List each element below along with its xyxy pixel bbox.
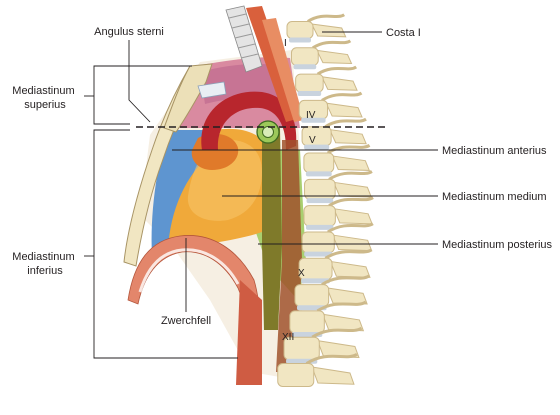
diaphragm-crus [236, 280, 262, 385]
aortic-arch [201, 91, 297, 150]
label-angulus-sterni: Angulus sterni [94, 26, 164, 38]
label-costa-i: Costa I [386, 27, 421, 39]
rib-stub [321, 274, 370, 286]
vertebra-process [326, 287, 368, 305]
vertebra-process [320, 76, 358, 91]
vertebra [303, 196, 374, 230]
vertebra [294, 274, 370, 311]
rib-stub [321, 91, 363, 102]
vertebra [290, 39, 353, 70]
bronchus-lumen [262, 126, 274, 138]
intervertebral-disc [293, 64, 317, 70]
vertebra [298, 91, 363, 123]
vertebral-body [289, 310, 325, 334]
intervertebral-disc [297, 91, 322, 97]
vertebra-numeral-xii: XII [282, 332, 294, 343]
vertebra-process [311, 366, 355, 385]
vertebra-numeral-v: V [309, 135, 316, 146]
intervertebral-disc [304, 251, 333, 257]
vertebral-body [277, 363, 315, 387]
vertebra-process [321, 313, 365, 332]
vertebra-numeral-x: X [298, 268, 305, 279]
vertebral-body [290, 47, 319, 66]
rib-stub [327, 222, 374, 234]
vertebra-process [316, 49, 353, 65]
vertebral-body [301, 126, 332, 147]
bracket-superius [93, 65, 192, 125]
vertebra [303, 143, 371, 177]
neck-muscle-2 [262, 18, 304, 122]
label-mediastinum-posterius: Mediastinum posterius [442, 239, 553, 251]
bracket-inferius [93, 129, 238, 359]
rib-stub [316, 300, 367, 313]
intervertebral-disc [306, 198, 334, 204]
vertebral-body [286, 21, 314, 39]
rib-stub [305, 352, 358, 365]
vertebra [301, 222, 374, 257]
intervertebral-disc [301, 117, 326, 123]
vertebra [283, 326, 363, 364]
clavicle [197, 81, 227, 99]
vertebra-process [316, 339, 360, 359]
rib-stub [316, 65, 358, 76]
rib-stub [328, 170, 373, 181]
vertebra-process [331, 234, 373, 252]
vertebra-process [329, 260, 371, 278]
esophagus [262, 128, 282, 330]
vertebral-body [301, 231, 335, 254]
rib-stub [326, 143, 371, 155]
label-mediastinum-inferius: Mediastinum inferius [12, 251, 77, 277]
rib-stub [324, 117, 367, 129]
vertebra [295, 65, 358, 97]
rib-stub [311, 326, 363, 339]
vertebra [277, 352, 358, 387]
intervertebral-disc [305, 224, 334, 230]
vertebral-body [303, 205, 336, 227]
vertebra-numeral-i: I [284, 38, 287, 49]
rib-stub [306, 13, 346, 23]
vertebra [289, 300, 367, 337]
label-mediastinum-anterius: Mediastinum anterius [442, 145, 547, 157]
intervertebral-disc [304, 144, 330, 150]
vertebra [298, 248, 373, 284]
diaphragm-highlight [138, 248, 240, 293]
intervertebral-disc [301, 278, 331, 284]
rib-stub [312, 39, 352, 50]
rib-stub [324, 248, 373, 260]
vertebra-process [332, 208, 373, 225]
vertebral-body [294, 284, 330, 307]
vertebra [286, 13, 347, 43]
leader-angulus-sterni [128, 40, 151, 123]
vertebra-process [332, 181, 373, 198]
vertebra [304, 170, 373, 204]
vertebra-process [325, 102, 363, 118]
rib-stub [328, 196, 374, 207]
vertebra-numeral-iv: IV [306, 110, 316, 121]
trachea [225, 5, 263, 73]
vertebral-body [303, 152, 335, 173]
vertebra-process [328, 128, 367, 145]
intervertebral-disc [289, 37, 311, 43]
label-mediastinum-medium: Mediastinum medium [442, 191, 547, 203]
label-mediastinum-superius: Mediastinum superius [12, 85, 77, 111]
label-zwerchfell: Zwerchfell [161, 315, 211, 327]
intervertebral-disc [305, 171, 332, 177]
vertebra-process [331, 155, 371, 171]
vertebral-column [277, 13, 374, 387]
vertebral-body [295, 73, 324, 93]
vertebra [301, 117, 367, 150]
vertebra-process [310, 23, 347, 38]
